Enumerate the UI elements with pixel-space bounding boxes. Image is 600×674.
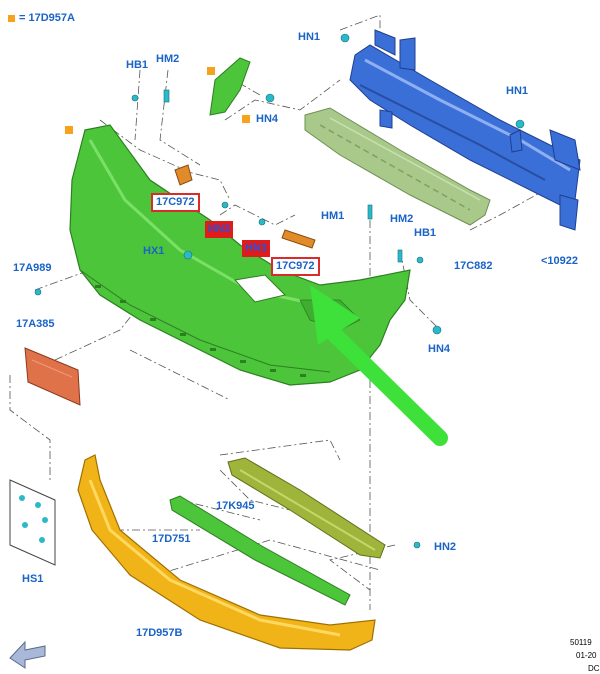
orange-square-icon — [242, 115, 250, 123]
orange-square-icon — [207, 67, 215, 75]
label-hx1: HX1 — [143, 245, 165, 257]
label-17d957b: 17D957B — [136, 627, 183, 639]
label-17k945: 17K945 — [216, 500, 255, 512]
label-hs1: HS1 — [22, 573, 44, 585]
reinforcement-beam — [349, 29, 581, 231]
deflector-17k945 — [227, 457, 386, 559]
label-hn3-a: HN3 — [205, 221, 234, 238]
label-hm2-right: HM2 — [390, 213, 414, 225]
lower-valance — [77, 454, 376, 651]
fasteners — [34, 33, 525, 549]
ref-code-line2: 01-20 — [576, 651, 597, 660]
label-17c972-b: 17C972 — [271, 257, 320, 276]
label-10922: <10922 — [541, 255, 579, 267]
bracket-17c972-b — [281, 229, 316, 249]
label-hn2: HN2 — [434, 541, 457, 553]
label-hb1-right: HB1 — [414, 227, 437, 239]
label-17c882: 17C882 — [454, 260, 493, 272]
label-hn4-right: HN4 — [428, 343, 451, 355]
label-17d751: 17D751 — [152, 533, 191, 545]
label-hb1-left: HB1 — [126, 59, 149, 71]
label-17a385: 17A385 — [16, 318, 55, 330]
label-17c972-a: 17C972 — [151, 193, 200, 212]
ref-code-line1: 50119 — [570, 638, 592, 647]
label-hn1-right: HN1 — [506, 85, 529, 97]
back-arrow-icon — [9, 640, 46, 669]
label-hn4-top: HN4 — [256, 113, 279, 125]
orange-square-icon — [8, 14, 15, 22]
strip-17d751 — [169, 495, 351, 606]
label-hm2-left: HM2 — [156, 53, 180, 65]
pointer-arrow-icon — [310, 285, 448, 446]
label-17a989: 17A989 — [13, 262, 52, 274]
upper-bracket — [209, 57, 251, 116]
ref-code-line3: DC — [588, 664, 600, 673]
label-hm1: HM1 — [321, 210, 345, 222]
label-hn1-top: HN1 — [298, 31, 321, 43]
hardware-card-hs1 — [9, 479, 56, 566]
orange-square-icon — [65, 126, 73, 134]
energy-absorber — [304, 107, 491, 226]
bracket-17c972-a — [174, 164, 193, 186]
legend: = 17D957A — [8, 12, 75, 25]
label-hn3-b: HN3 — [242, 240, 271, 257]
license-bracket — [24, 347, 81, 406]
